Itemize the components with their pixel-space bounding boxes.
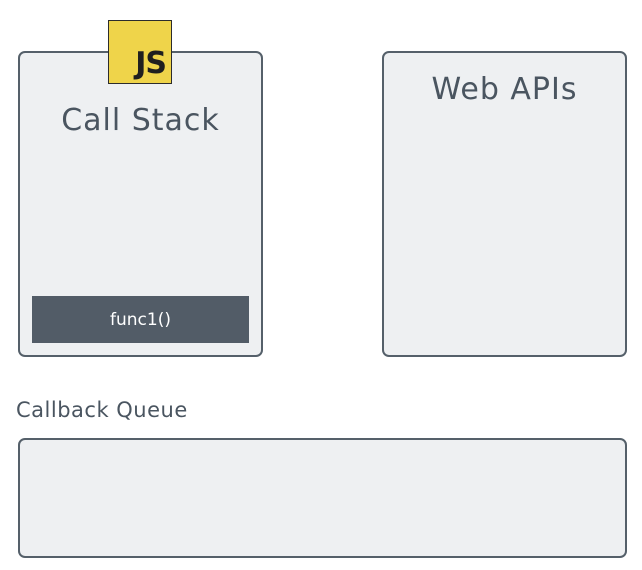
callback-queue-panel (18, 438, 627, 558)
stack-frame-func1: func1() (32, 296, 249, 343)
web-apis-panel: Web APIs (382, 51, 627, 357)
javascript-logo-icon: JS (108, 20, 172, 84)
js-badge-label: JS (135, 46, 167, 81)
call-stack-title: Call Stack (61, 103, 220, 138)
callback-queue-label: Callback Queue (16, 398, 188, 422)
call-stack-panel: Call Stack func1() (18, 51, 263, 357)
web-apis-title: Web APIs (431, 72, 578, 107)
